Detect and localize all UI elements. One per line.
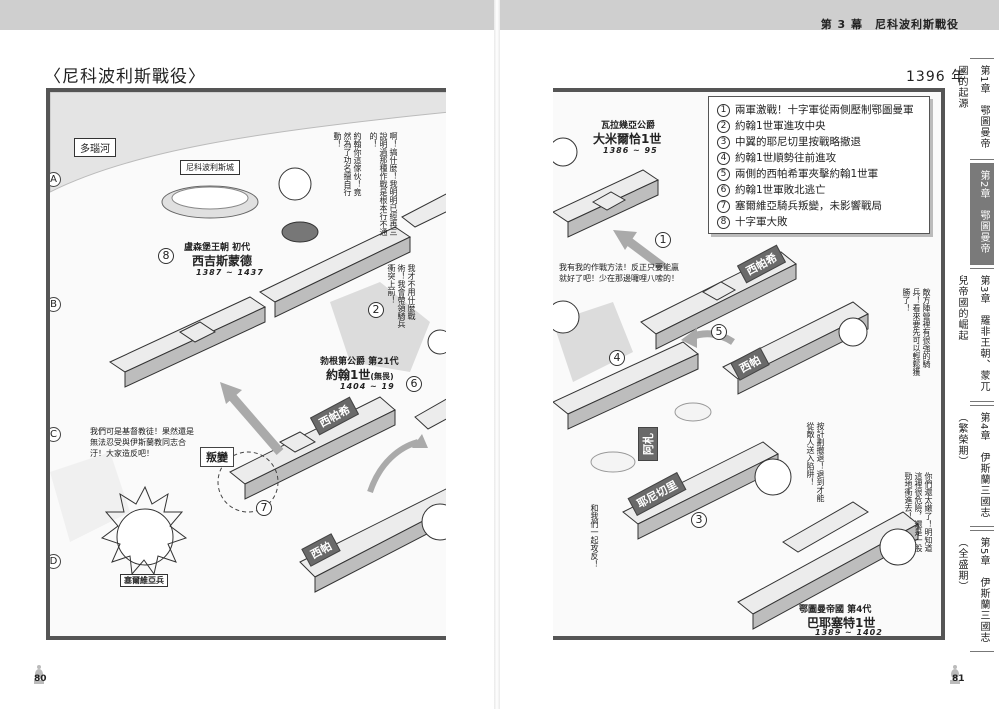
mircea-rank: 瓦拉幾亞公爵 [601,121,656,131]
sigismund-speech: 約翰你這傢伙！竟然為了功名擅自行動！ [333,132,362,196]
left-page-number: 80 [34,674,47,684]
john-dates: 1404 ~ 19 [340,382,395,391]
john-rank: 勃根第公爵 第21代 [320,357,399,367]
chapter-heading: 第 3 幕 尼科波利斯戰役 [820,18,959,31]
legend-text: 兩側的西帕希軍夾擊約翰1世軍 [735,168,879,180]
charge-speech: 和我們一起攻反！ [590,504,599,568]
legend-num: 6 [717,183,730,197]
chapter-tab-1[interactable]: 第1章 鄂圖曼帝國的起源 [956,58,994,160]
battle-map-left: A B C D 多瑙河 尼科波利斯城 啊！搞什麼！我明明已經再三說明過那種作戰是… [46,88,446,640]
legend-item: 8 十字軍大敗 [717,214,921,230]
legend-num: 5 [717,167,730,181]
mircea-name: 大米爾恰1世 [593,132,662,146]
mircea-dates: 1386 ~ 95 [603,146,658,155]
right-page-number: 81 [952,674,965,684]
legend-item: 7 塞爾維亞騎兵叛變，未影響戰局 [717,198,921,214]
page-title: 〈尼科波利斯戰役〉 [44,67,206,87]
map-right-graphics [553,137,919,630]
book-spine [494,0,500,709]
marker-6: 6 [406,376,422,392]
legend-text: 中翼的耶尼切里按戰略撤退 [735,136,861,148]
map-left-graphics [50,92,446,593]
john-name: 約翰1世(無畏) [326,368,394,382]
nicopolis-sign: 尼科波利斯城 [180,160,240,175]
john-speech: 我才不用什麼戰術！我會帶領騎兵衝突上前！ [387,264,416,328]
legend-num: 2 [717,119,730,133]
danube-sign: 多瑙河 [74,138,116,157]
legend-text: 兩軍激戰！十字軍從兩側壓制鄂圖曼軍 [735,104,914,116]
chapter-tab-2[interactable]: 第2章 鄂圖曼帝國的興盛 [956,163,994,265]
bishop-icon [950,665,960,684]
marker-3: 3 [691,512,707,528]
marker-2: 2 [368,302,384,318]
year-label: 1396 年 [906,69,967,85]
legend-num: 3 [717,135,730,149]
legend-text: 約翰1世軍敗北逃亡 [735,184,826,196]
chapter-tab-4[interactable]: 第4章 伊斯蘭三國志（繁榮期） [956,405,994,527]
row-marker-c: C [50,427,61,442]
right-header-bar [500,0,999,30]
serbian-speech: 我們可是基督教徒！果然還是無法忍受與伊斯蘭教同志合汙！大家造反吧！ [90,427,194,458]
row-marker-d: D [50,554,61,569]
legend-num: 7 [717,199,730,213]
legend-text: 約翰1世順勢往前進攻 [735,152,837,164]
janissary-speech: 按計劃撤退！退到才能從敵人送入陷阱！ [806,422,825,502]
bayezid-name: 巴耶塞特1世 [807,616,876,630]
legend-item: 5 兩側的西帕希軍夾擊約翰1世軍 [717,166,921,182]
legend-text: 約翰1世軍進攻中央 [735,120,826,132]
bayezid-rank: 鄂圖曼帝國 第4代 [799,605,872,615]
defection-label: 叛變 [200,447,234,467]
bayezid-advance-speech: 你們還太嫩了！明知道這裡很危險，還是一股勁地衝進去！ [904,472,933,552]
bishop-icon [34,665,44,684]
legend-item: 4 約翰1世順勢往前進攻 [717,150,921,166]
sigismund-name: 西吉斯蒙德 [192,254,253,268]
legend-num: 1 [717,103,730,117]
chapter-tab-3[interactable]: 第3章 羅非王朝、蒙兀兒帝國的崛起 [956,268,994,402]
bayezid-dates: 1389 ~ 1402 [815,628,883,637]
row-marker-b: B [50,297,61,312]
marker-7: 7 [256,500,272,516]
legend-item: 2 約翰1世軍進攻中央 [717,118,921,134]
left-header-bar [0,0,494,30]
bayezid-plan-speech: 敵方陣營裡有很強的騎兵！看來要先可以輕鬆獲勝了！ [902,288,931,376]
marker-4: 4 [609,350,625,366]
john-note: (無畏) [370,372,394,381]
legend-num: 8 [717,215,730,229]
chapter-tabs: 第1章 鄂圖曼帝國的起源 第2章 鄂圖曼帝國的興盛 第3章 羅非王朝、蒙兀兒帝國… [956,58,994,655]
mircea-speech: 我有我的作戰方法！反正只要能贏就好了吧！少在那邊囉哩八嗦的！ [559,263,679,283]
legend-item: 1 兩軍激戰！十字軍從兩側壓制鄂圖曼軍 [717,102,921,118]
serbian-label: 塞爾維亞兵 [120,574,168,587]
marker-1: 1 [655,232,671,248]
legend-item: 6 約翰1世軍敗北逃亡 [717,182,921,198]
legend-num: 4 [717,151,730,165]
legend-item: 3 中翼的耶尼切里按戰略撤退 [717,134,921,150]
marker-5: 5 [711,324,727,340]
sigismund-rank: 盧森堡王朝 初代 [184,243,251,253]
marker-8: 8 [158,248,174,264]
row-marker-a: A [50,172,61,187]
battle-legend: 1 兩軍激戰！十字軍從兩側壓制鄂圖曼軍 2 約翰1世軍進攻中央 3 中翼的耶尼切里按戰… [708,96,930,234]
legend-text: 十字軍大敗 [735,216,788,228]
army-tag-azab: 阿札 [638,427,658,461]
chapter-tab-5[interactable]: 第5章 伊斯蘭三國志（全盛期） [956,530,994,652]
legend-text: 塞爾維亞騎兵叛變，未影響戰局 [735,200,882,212]
sigismund-dates: 1387 ~ 1437 [196,268,264,277]
john-ally-speech: 啊！搞什麼！我明明已經再三說明過那種作戰是根本行不通的！ [369,132,398,236]
